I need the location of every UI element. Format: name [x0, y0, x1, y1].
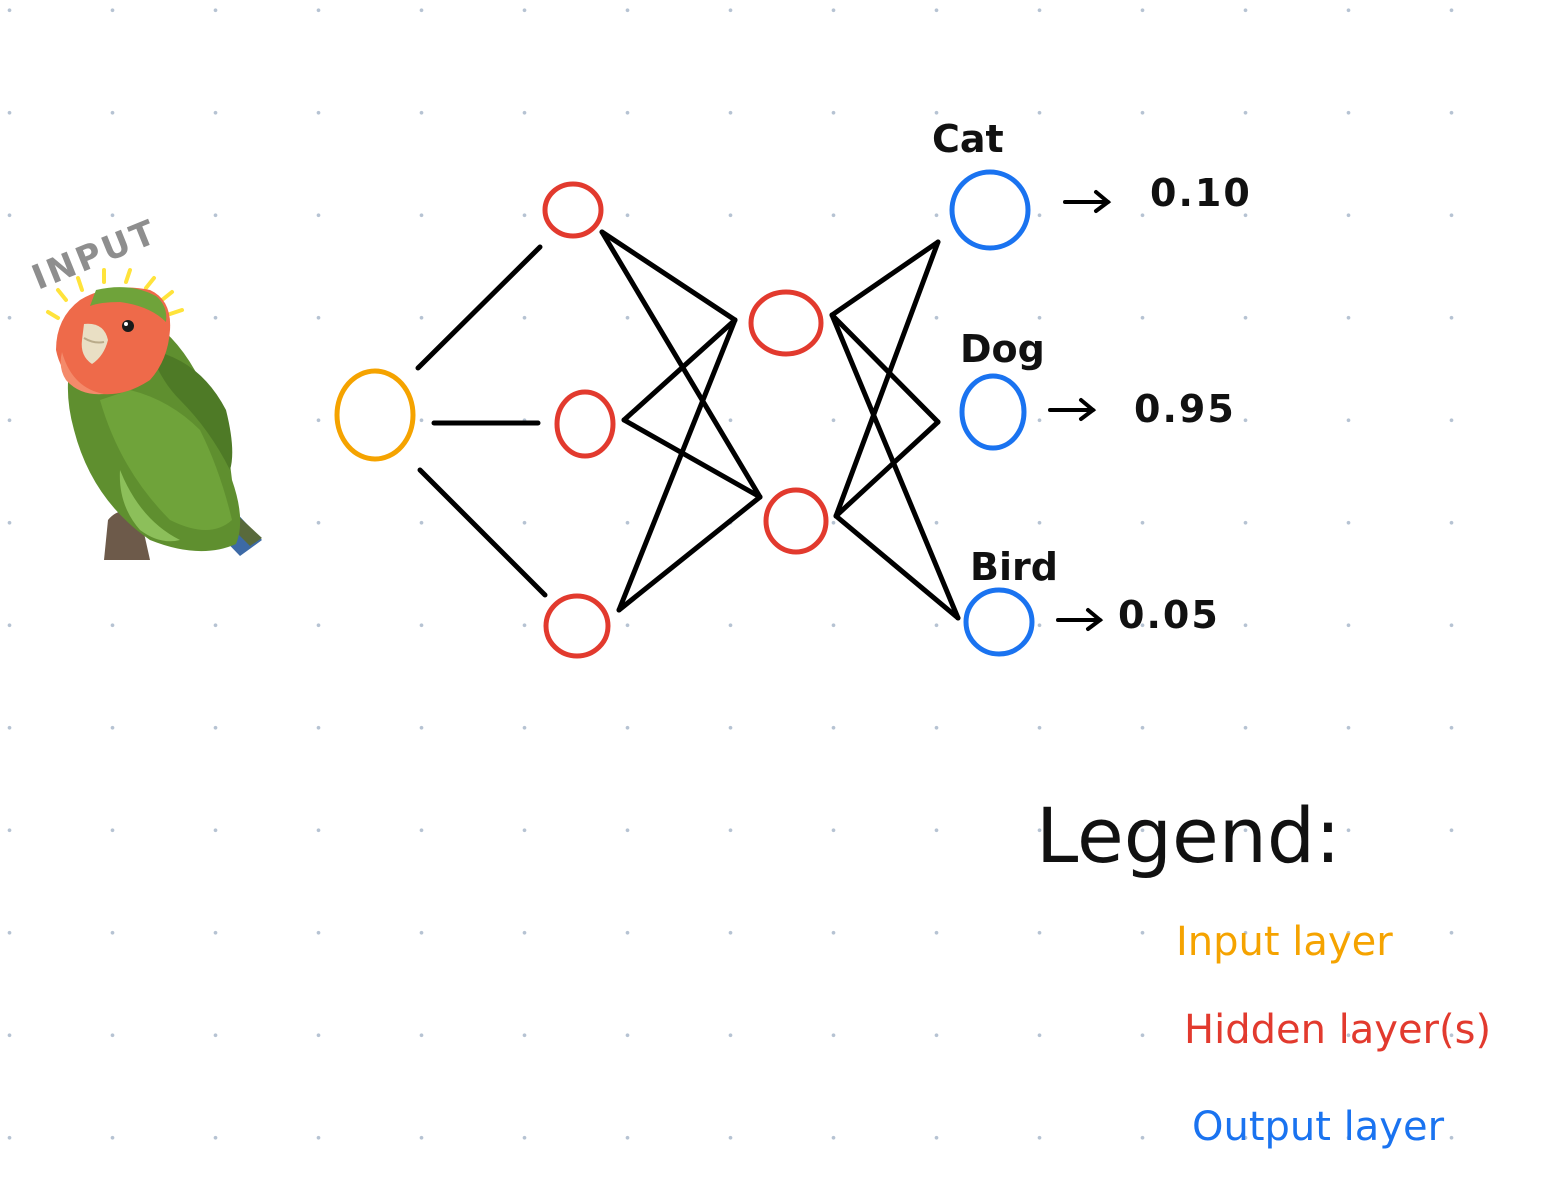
legend: Legend: Input layer Hidden layer(s) Outp…: [1036, 791, 1491, 1150]
glow-marks: [46, 268, 184, 320]
edge-h1c-h2a: [616, 317, 738, 613]
input-layer: [334, 368, 416, 462]
legend-item-output: Output layer: [1192, 1104, 1445, 1150]
output-label-dog: Dog: [960, 327, 1045, 371]
edge-h2a-bird: [829, 312, 961, 621]
output-node-cat: [949, 169, 1031, 251]
edge-h1b-h2b: [621, 417, 763, 500]
probability-cat: 0.10: [1150, 171, 1252, 215]
edge-h2a-cat: [829, 239, 941, 318]
edge-input-h3: [417, 467, 548, 598]
output-label-bird: Bird: [970, 545, 1058, 589]
hidden-node-1-3: [543, 593, 611, 659]
edge-h1c-h2b: [616, 494, 763, 613]
edge-input-h1: [415, 244, 543, 371]
input-image: INPUT: [26, 212, 262, 560]
arrow-icon: [1048, 398, 1097, 421]
legend-title: Legend:: [1036, 791, 1341, 880]
hidden-node-1-2: [554, 389, 616, 459]
bird-eye: [122, 320, 134, 332]
output-layer: [949, 169, 1035, 657]
hidden-layer-2: [748, 289, 829, 555]
arrow-icon: [1056, 608, 1104, 631]
edge-h1a-h2a: [599, 229, 738, 323]
hidden-node-1-1: [542, 181, 604, 239]
edge-h2b-bird: [833, 513, 961, 621]
edge-h1a-h2b: [599, 229, 763, 500]
edge-h2b-dog: [833, 419, 941, 519]
output-node-bird: [963, 587, 1035, 657]
output-label-cat: Cat: [932, 117, 1004, 161]
hidden-node-2-2: [763, 487, 829, 555]
hidden-layer-1: [542, 181, 616, 659]
probability-dog: 0.95: [1134, 387, 1236, 431]
input-tag: INPUT: [26, 212, 163, 298]
edge-h2a-dog: [829, 312, 941, 425]
edge-h2b-cat: [833, 239, 941, 519]
edge-h1b-h2a: [621, 317, 738, 423]
input-tag-text: INPUT: [26, 212, 163, 298]
connections: [415, 229, 961, 621]
hidden-node-2-1: [748, 289, 824, 357]
arrow-icon: [1063, 190, 1112, 213]
bird-head: [56, 287, 171, 395]
bird-beak: [81, 323, 108, 364]
output-node-dog: [959, 373, 1027, 451]
legend-item-hidden: Hidden layer(s): [1184, 1007, 1491, 1053]
output-arrows: [1048, 190, 1112, 631]
output-probabilities: 0.10 0.95 0.05: [1118, 171, 1252, 637]
legend-item-input: Input layer: [1176, 919, 1393, 965]
output-labels: Cat Dog Bird: [932, 117, 1058, 589]
input-node: [334, 368, 416, 462]
probability-bird: 0.05: [1118, 593, 1220, 637]
